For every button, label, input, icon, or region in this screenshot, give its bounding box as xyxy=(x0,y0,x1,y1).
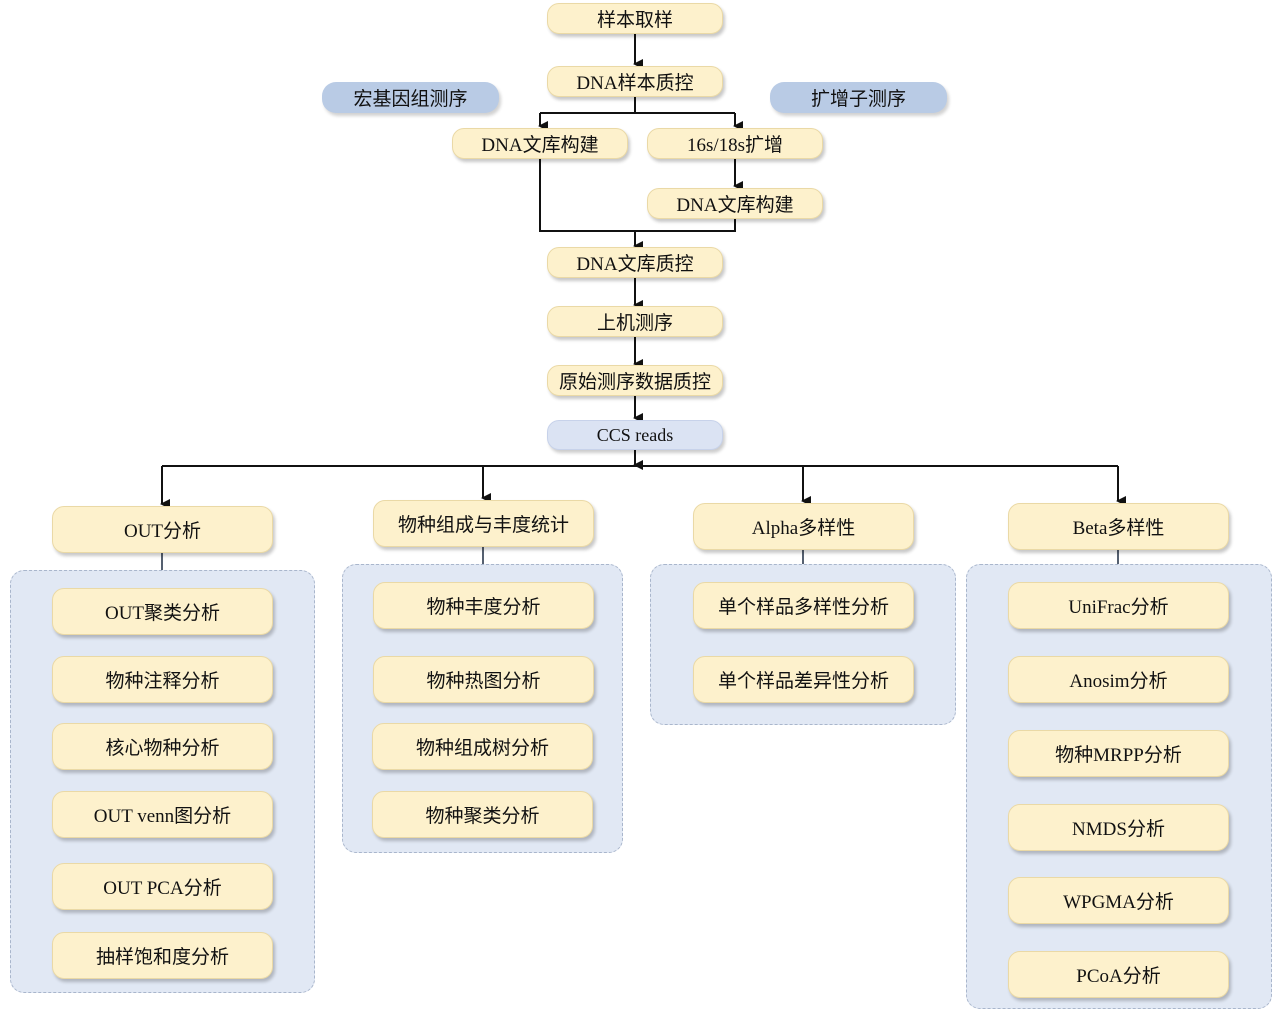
amplification-node: 16s/18s扩增 xyxy=(647,128,823,159)
alpha-item-1: 单个样品多样性分析 xyxy=(693,582,914,629)
beta-item-4: NMDS分析 xyxy=(1008,804,1229,851)
beta-item-2: Anosim分析 xyxy=(1008,656,1229,703)
out-item-5: OUT PCA分析 xyxy=(52,863,273,910)
dna-library-left-node: DNA文库构建 xyxy=(452,128,628,159)
beta-item-6: PCoA分析 xyxy=(1008,951,1229,998)
species-composition-title: 物种组成与丰度统计 xyxy=(373,500,594,547)
raw-data-qc-node: 原始测序数据质控 xyxy=(547,365,723,396)
dna-library-right-node: DNA文库构建 xyxy=(647,188,823,219)
alpha-diversity-title: Alpha多样性 xyxy=(693,503,914,550)
beta-item-1: UniFrac分析 xyxy=(1008,582,1229,629)
species-item-4: 物种聚类分析 xyxy=(372,791,593,838)
amplicon-sequencing-tag: 扩增子测序 xyxy=(770,82,947,113)
species-item-2: 物种热图分析 xyxy=(373,656,594,703)
beta-diversity-title: Beta多样性 xyxy=(1008,503,1229,550)
beta-item-5: WPGMA分析 xyxy=(1008,877,1229,924)
dna-qc-node: DNA样本质控 xyxy=(547,66,723,97)
alpha-item-2: 单个样品差异性分析 xyxy=(693,656,914,703)
library-qc-node: DNA文库质控 xyxy=(547,247,723,278)
beta-diversity-group xyxy=(966,564,1272,1009)
out-item-2: 物种注释分析 xyxy=(52,656,273,703)
beta-item-3: 物种MRPP分析 xyxy=(1008,730,1229,777)
species-item-3: 物种组成树分析 xyxy=(372,723,593,770)
out-analysis-group xyxy=(10,570,315,993)
sequencing-node: 上机测序 xyxy=(547,306,723,337)
out-item-1: OUT聚类分析 xyxy=(52,588,273,635)
out-item-4: OUT venn图分析 xyxy=(52,791,273,838)
out-item-6: 抽样饱和度分析 xyxy=(52,932,273,979)
out-item-3: 核心物种分析 xyxy=(52,723,273,770)
out-analysis-title: OUT分析 xyxy=(52,506,273,553)
ccs-reads-node: CCS reads xyxy=(547,420,723,450)
sampling-node: 样本取样 xyxy=(547,3,723,34)
species-item-1: 物种丰度分析 xyxy=(373,582,594,629)
metagenome-sequencing-tag: 宏基因组测序 xyxy=(322,82,499,113)
